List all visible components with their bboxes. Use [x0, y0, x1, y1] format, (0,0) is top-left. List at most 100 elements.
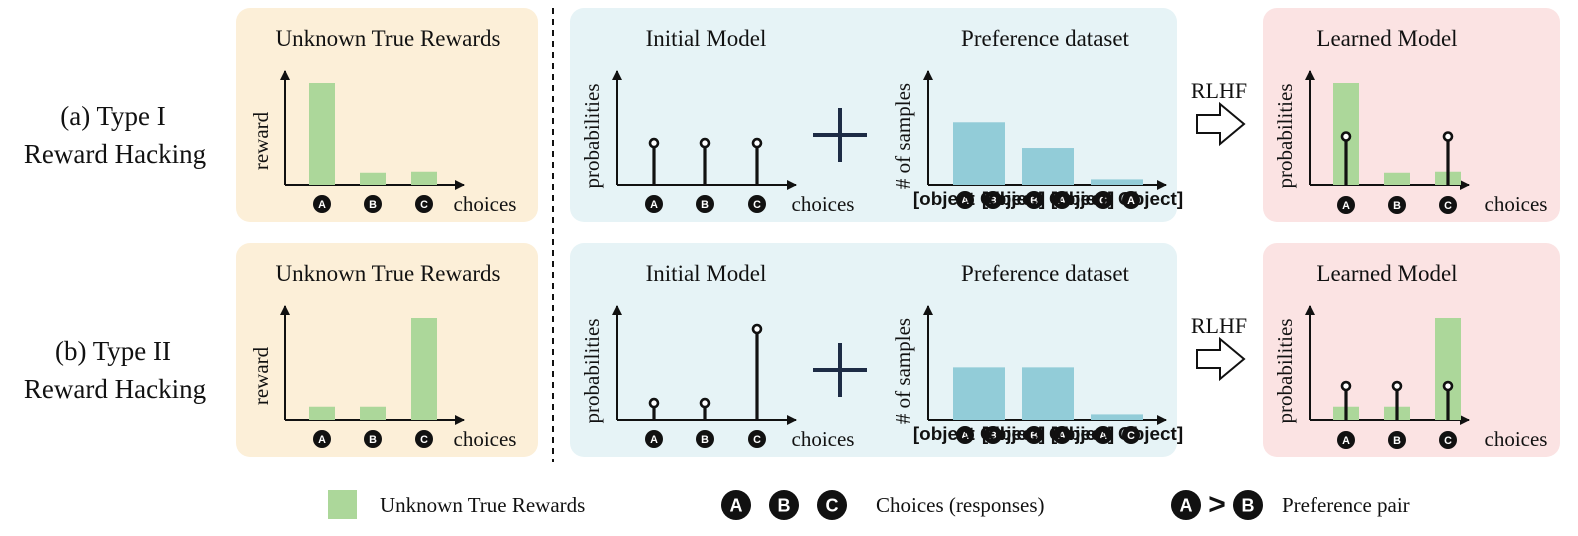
choice-badge-circle [748, 430, 766, 448]
choice-badge: B [696, 195, 714, 213]
reward-x-axis-label: choices [454, 427, 517, 451]
probability-stem-head [751, 137, 763, 149]
choice-badge-letter: C [1127, 430, 1135, 442]
choice-badge-circle [1094, 426, 1112, 444]
choice-badge-circle [1025, 426, 1043, 444]
learned-reward-bar [1384, 172, 1410, 185]
reward-bar [309, 83, 335, 185]
preference-pair-badge: A[object Object]C [1051, 424, 1183, 445]
initial-model-title: Initial Model [646, 261, 767, 286]
probability-stem-head [1442, 131, 1454, 142]
probability-stem-head [1340, 131, 1352, 142]
choice-badge-circle [313, 430, 331, 448]
plus-icon [813, 108, 867, 162]
dataset-bar [1022, 148, 1074, 185]
choice-badge-letter: A [730, 495, 743, 515]
choice-badge-circle [984, 426, 1002, 444]
choice-badge-letter: A [1342, 435, 1350, 447]
dataset-bar [1022, 367, 1074, 420]
preference-pair-badge: A[object Object]B [913, 424, 1045, 445]
initial-y-axis-label: probabilities [580, 84, 604, 189]
choice-badge: B [984, 426, 1002, 444]
choice-badge-circle [313, 195, 331, 213]
choice-badge-circle [645, 430, 663, 448]
choice-badge: A [313, 430, 331, 448]
row-label: (b) Type II [55, 336, 171, 366]
choice-badge-circle [1122, 191, 1140, 209]
choice-badge: C [1439, 431, 1457, 449]
choice-badge-circle [1233, 490, 1263, 520]
choice-badge-letter: A [1180, 495, 1193, 515]
choice-badge-letter: B [778, 495, 791, 515]
initial-x-axis-label: choices [792, 192, 855, 216]
choice-badge-circle [1053, 191, 1071, 209]
choice-badge: C [817, 490, 847, 520]
reward-panel [236, 243, 538, 457]
choice-badge-letter: B [701, 434, 709, 446]
dataset-y-axis-label: # of samples [891, 83, 915, 189]
initial-x-axis-label: choices [792, 427, 855, 451]
reward-x-axis-label: choices [454, 192, 517, 216]
choice-badge-circle [364, 195, 382, 213]
choice-badge-circle [956, 191, 974, 209]
probability-stem-head [751, 323, 763, 335]
probability-stem-head [1340, 380, 1352, 392]
choice-badge: A [956, 426, 974, 444]
preference-pair-badge: B[object Object]A [982, 189, 1114, 210]
choice-badge: C [415, 195, 433, 213]
choice-badge: B [1388, 196, 1406, 214]
legend-choices-label: Choices (responses) [876, 493, 1045, 517]
choice-badge-letter: B [1393, 200, 1401, 212]
choice-badge-letter: B [1030, 195, 1038, 207]
choice-badge: C [748, 195, 766, 213]
dataset-bar [1091, 414, 1143, 420]
choice-badge-circle [956, 426, 974, 444]
choice-badge-letter: A [1058, 195, 1066, 207]
choice-badge-letter: B [989, 195, 997, 207]
choice-badge: A [313, 195, 331, 213]
probability-stem-head [699, 137, 711, 149]
choice-badge-letter: A [650, 434, 658, 446]
choice-badge: B [1233, 490, 1263, 520]
preference-pair-badge: A[object Object]B [913, 189, 1045, 210]
initial-y-axis-label: probabilities [580, 319, 604, 424]
choice-badge: C [1094, 191, 1112, 209]
choice-badge-circle [364, 430, 382, 448]
row-label: (a) Type I [60, 101, 166, 131]
choice-badge: B [769, 490, 799, 520]
learned-y-axis-label: probabilities [1273, 319, 1297, 424]
choice-badge-letter: C [420, 434, 428, 446]
choice-badge-circle [696, 430, 714, 448]
choice-badge: A [645, 195, 663, 213]
row-label-subtitle: Reward Hacking [24, 374, 206, 404]
choice-badge-letter: B [369, 434, 377, 446]
rlhf-arrow-icon [1196, 336, 1246, 382]
choice-badge: B [984, 191, 1002, 209]
choice-badge-letter: A [961, 195, 969, 207]
pair-symbol: [object Object] [913, 424, 1045, 445]
choice-badge: B [1025, 426, 1043, 444]
pair-symbol: [object Object] [1051, 424, 1183, 445]
pair-symbol: [object Object] [982, 189, 1114, 210]
choice-badge: A [956, 191, 974, 209]
reward-bar [411, 318, 437, 420]
choice-badge: A [1122, 191, 1140, 209]
choice-badge-circle [769, 490, 799, 520]
probability-stem-head [1391, 380, 1403, 392]
learned-model-title: Learned Model [1316, 26, 1457, 51]
choice-badge-letter: B [701, 199, 709, 211]
preference-pair-badge: C[object Object]A [1051, 189, 1183, 210]
choice-badge-letter: B [989, 430, 997, 442]
reward-y-axis-label: reward [249, 111, 273, 170]
choice-badge: A [645, 430, 663, 448]
choice-badge: B [1025, 191, 1043, 209]
choice-badge: C [1439, 196, 1457, 214]
rlhf-label: RLHF [1191, 78, 1247, 103]
choice-badge-circle [721, 490, 751, 520]
choice-badge-circle [1053, 426, 1071, 444]
choice-badge-circle [645, 195, 663, 213]
initial-model-title: Initial Model [646, 26, 767, 51]
choice-badge-letter: A [1058, 430, 1066, 442]
